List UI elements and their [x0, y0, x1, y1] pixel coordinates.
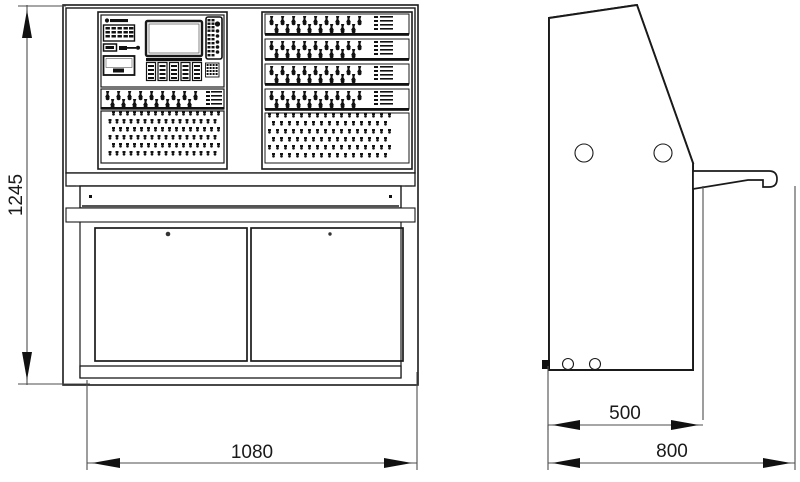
left-equipment-bay	[97, 11, 228, 170]
button-matrix[interactable]	[205, 62, 220, 78]
front-elevation	[62, 4, 419, 386]
transport-controls[interactable]	[102, 43, 141, 52]
brand-logo-icon	[104, 18, 128, 23]
patchbay-face	[100, 110, 225, 164]
pull-out-shelf[interactable]	[69, 185, 412, 209]
patchbay-module-right	[264, 112, 410, 164]
dimension-depth-500: 500	[547, 186, 704, 430]
shelf-stop-left	[89, 195, 92, 198]
dim-label-width: 1080	[231, 442, 273, 463]
ventilation-hole-lower-left	[561, 357, 575, 371]
side-panel-outline	[548, 3, 694, 371]
dimension-depth-800: 800	[547, 186, 796, 470]
rack-4-knob-row-1[interactable]	[269, 91, 362, 101]
dimension-width-1080: 1080	[86, 372, 418, 470]
side-elevation	[542, 3, 778, 371]
lower-cabinet	[65, 172, 416, 379]
shelf-stop-right	[389, 195, 392, 198]
rack-unit-3	[264, 63, 410, 86]
right-equipment-bay	[261, 11, 413, 170]
control-surface-module	[100, 14, 225, 88]
dim-label-depth-upper: 500	[609, 403, 641, 424]
door-knob-left[interactable]	[165, 231, 171, 237]
armrest-wrist-rest	[692, 170, 778, 191]
fader-strip[interactable]	[145, 58, 203, 82]
cabinet-door-right[interactable]	[250, 227, 404, 362]
ventilation-hole-lower-right	[588, 357, 602, 371]
cabinet-door-left[interactable]	[94, 227, 248, 362]
knob-row-1[interactable]	[105, 91, 198, 101]
rack-4-labels	[374, 91, 393, 105]
rack-2-knob-row-1[interactable]	[269, 41, 362, 51]
rack-2-labels	[374, 41, 393, 55]
monitor-pad[interactable]	[102, 55, 136, 76]
worktop-band	[65, 172, 416, 187]
patchbay-module	[100, 110, 225, 164]
rack-unit-1	[264, 13, 410, 36]
rack-unit-2	[264, 38, 410, 61]
rack-rail	[101, 107, 224, 110]
rack-1-knob-row-1[interactable]	[269, 16, 362, 26]
base-plinth	[79, 365, 402, 379]
rack-3-labels	[374, 66, 393, 80]
door-knob-right[interactable]	[328, 232, 332, 236]
keypad-block[interactable]	[102, 24, 136, 42]
floor-foot-stop	[542, 360, 550, 369]
dim-label-depth-total: 800	[656, 441, 688, 462]
knob-rack-module	[100, 88, 225, 110]
dim-arrow-up	[22, 10, 32, 38]
dim-arrow-left-1080	[92, 458, 120, 468]
knob-rack-labels	[206, 91, 222, 105]
dimension-height-1245: 1245	[6, 5, 90, 385]
dim-arrow-right-1080	[384, 458, 412, 468]
rack-unit-4	[264, 88, 410, 111]
shelf-support-rail	[65, 207, 416, 223]
dim-arrow-right-500	[671, 420, 699, 430]
lcd-screen-inner	[148, 23, 200, 54]
rack-3-knob-row-1[interactable]	[269, 66, 362, 76]
dim-arrow-right-800	[763, 458, 791, 468]
ventilation-hole-upper-right	[653, 143, 673, 163]
dim-arrow-left-500	[552, 420, 580, 430]
ventilation-hole-upper-left	[574, 143, 594, 163]
side-button-column[interactable]	[205, 16, 223, 60]
rack-1-labels	[374, 16, 393, 30]
dim-label-height: 1245	[6, 174, 27, 216]
dim-arrow-down	[22, 352, 32, 380]
dim-arrow-left-800	[552, 458, 580, 468]
